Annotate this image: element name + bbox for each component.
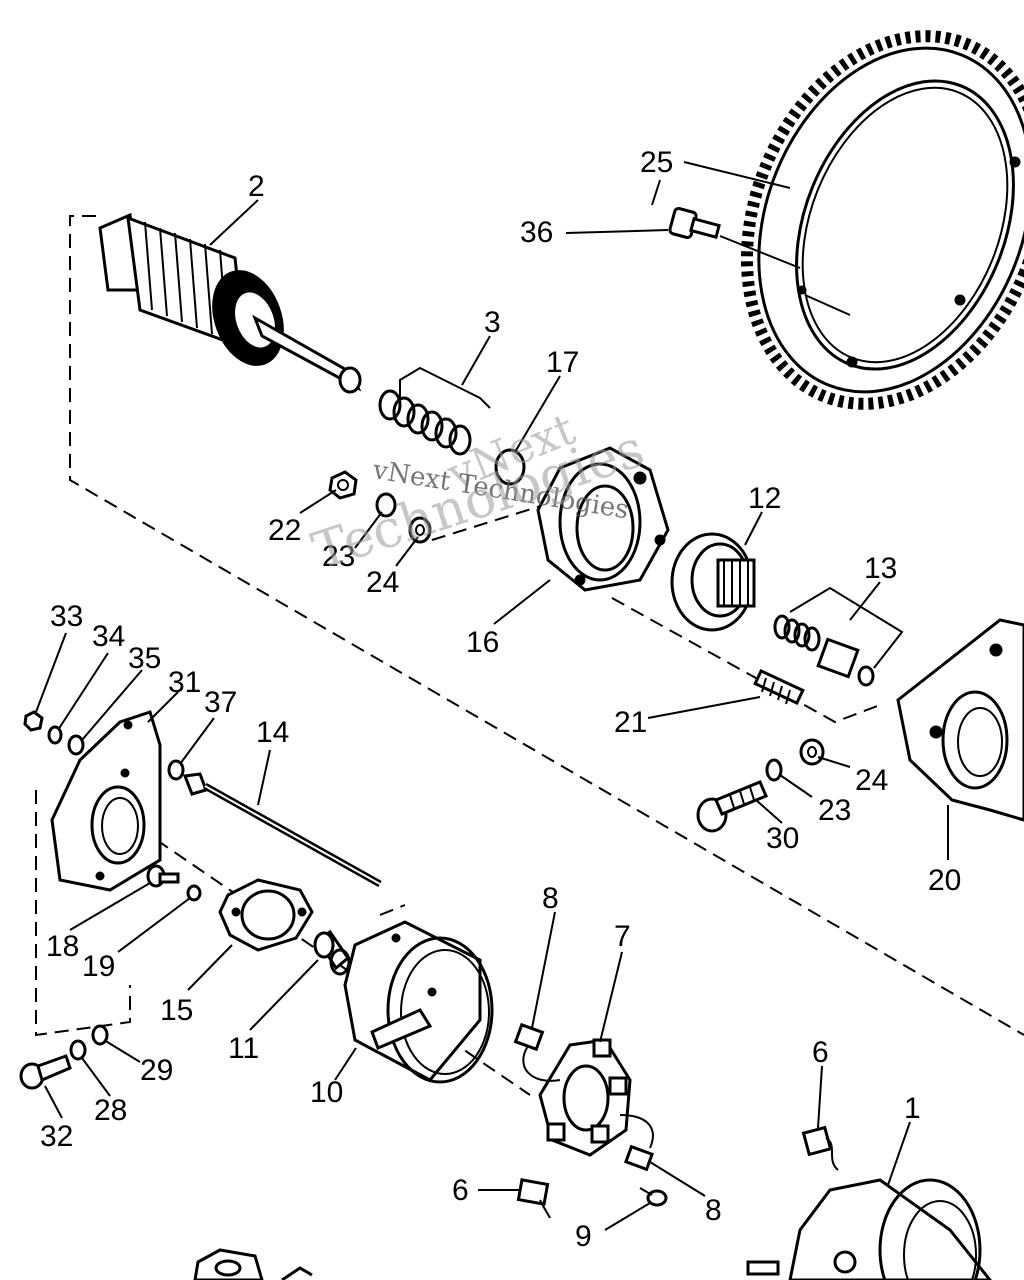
brush-spring-9 xyxy=(639,1187,668,1207)
through-bolt xyxy=(182,772,382,888)
screw-18 xyxy=(146,864,180,888)
label-part-7: 7 xyxy=(614,920,631,953)
screw-36 xyxy=(668,206,801,269)
support-bracket xyxy=(50,710,162,892)
label-part-9: 9 xyxy=(575,1220,592,1253)
label-part-14: 14 xyxy=(256,716,289,749)
washer-28 xyxy=(69,1039,87,1061)
lock-washer-23-left xyxy=(375,492,397,518)
label-part-32: 32 xyxy=(40,1120,73,1153)
drive-end-plate xyxy=(536,446,670,592)
spring-retainer xyxy=(773,586,904,687)
label-part-1: 1 xyxy=(904,1092,921,1125)
flat-washer-24-left xyxy=(408,516,432,544)
label-part-8-upper: 8 xyxy=(542,882,559,915)
label-part-30: 30 xyxy=(766,822,799,855)
lock-washer-37 xyxy=(167,759,185,781)
stud-21 xyxy=(753,668,805,706)
brush-lead-8-upper xyxy=(513,1022,561,1082)
spring-set xyxy=(378,366,491,456)
mounting-bracket xyxy=(896,618,1024,822)
brush-6-upper xyxy=(801,1125,839,1171)
lock-washer-23-right xyxy=(765,758,783,782)
label-part-12: 12 xyxy=(748,482,781,515)
label-part-3: 3 xyxy=(484,306,501,339)
label-part-23-right: 23 xyxy=(818,794,851,827)
label-part-17: 17 xyxy=(546,346,579,379)
label-part-6-upper: 6 xyxy=(812,1036,829,1069)
label-part-15: 15 xyxy=(160,994,193,1027)
brush-lead-8-lower xyxy=(619,1114,654,1172)
label-part-33: 33 xyxy=(50,600,83,633)
flat-washer-24-right xyxy=(799,738,825,766)
retaining-ring xyxy=(494,448,526,486)
bushing-11 xyxy=(313,929,351,976)
nut-33 xyxy=(23,710,44,732)
label-part-24-right: 24 xyxy=(855,764,888,797)
bolt-32 xyxy=(19,1054,72,1090)
bolt-30 xyxy=(696,780,768,833)
label-part-35: 35 xyxy=(128,642,161,675)
label-part-24-left: 24 xyxy=(366,566,399,599)
flat-washer-35 xyxy=(67,734,85,756)
label-part-16: 16 xyxy=(466,626,499,659)
spacer-29 xyxy=(91,1024,109,1046)
assembly-guide-lines xyxy=(35,215,1024,1096)
label-part-23-left: 23 xyxy=(322,540,355,573)
part-labels: 2 25 36 3 17 12 13 22 23 24 16 21 24 23 … xyxy=(40,146,961,1253)
label-part-10: 10 xyxy=(310,1076,343,1109)
label-part-22: 22 xyxy=(268,514,301,547)
lock-washer-19 xyxy=(186,884,202,902)
nut-22 xyxy=(328,470,358,500)
label-part-11: 11 xyxy=(228,1032,259,1065)
ring-gear xyxy=(740,30,1024,410)
leader-lines xyxy=(35,161,949,1231)
field-frame xyxy=(343,920,494,1084)
label-part-19: 19 xyxy=(82,950,115,983)
starter-housing xyxy=(746,1178,992,1280)
lock-washer-34 xyxy=(47,725,63,745)
end-cap xyxy=(218,878,314,952)
label-part-2: 2 xyxy=(248,170,265,203)
label-part-6-lower: 6 xyxy=(452,1174,469,1207)
label-part-31: 31 xyxy=(168,666,201,699)
brush-plate xyxy=(538,1038,632,1157)
label-part-21: 21 xyxy=(614,706,647,739)
label-part-18: 18 xyxy=(46,930,79,963)
label-part-34: 34 xyxy=(92,620,125,653)
label-part-8-lower: 8 xyxy=(705,1194,722,1227)
label-part-13: 13 xyxy=(864,552,897,585)
pinion-drive xyxy=(670,532,756,632)
label-part-28: 28 xyxy=(94,1094,127,1127)
partial-component-bottom xyxy=(193,1248,313,1280)
label-part-20: 20 xyxy=(928,864,961,897)
brush-6-lower xyxy=(516,1178,551,1219)
label-part-25: 25 xyxy=(640,146,673,179)
label-part-37: 37 xyxy=(204,686,237,719)
label-part-36: 36 xyxy=(520,216,553,249)
label-part-29: 29 xyxy=(140,1054,173,1087)
armature xyxy=(98,212,362,394)
